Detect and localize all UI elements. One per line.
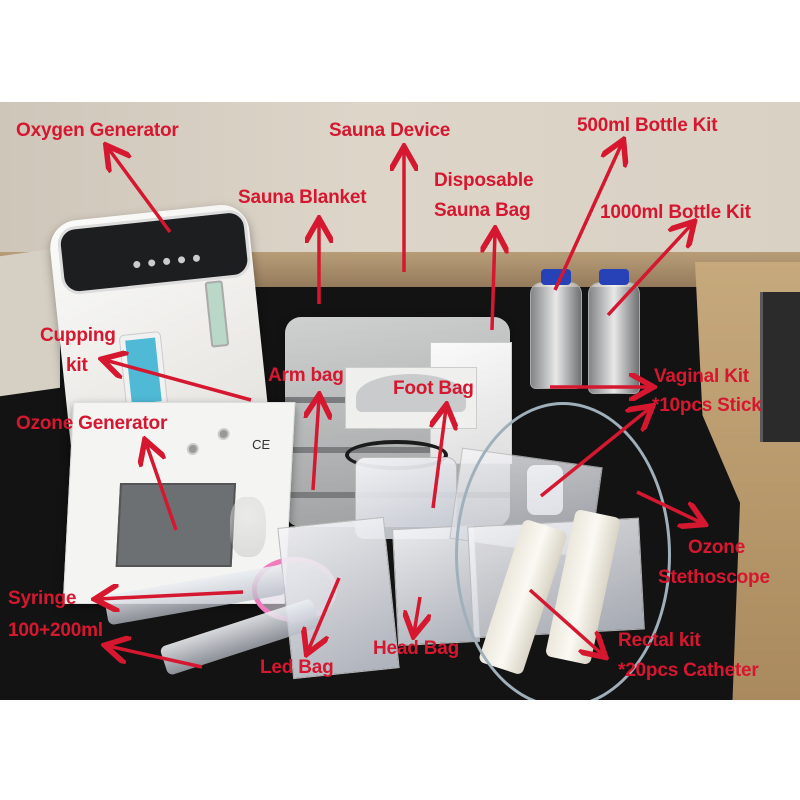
label-ozone-stethoscope-1: Ozone: [688, 537, 746, 558]
button-icon: [147, 259, 156, 267]
flowmeter: [204, 280, 230, 348]
label-rectal-kit-1: Rectal kit: [618, 630, 701, 651]
port-icon: [186, 443, 200, 455]
port-icon: [217, 428, 230, 440]
ozone-stethoscope-tube: [455, 402, 671, 700]
bottle-cap: [599, 269, 629, 285]
label-foot-bag: Foot Bag: [393, 378, 474, 399]
ozone-generator-screen: [115, 483, 237, 567]
label-vaginal-kit-1: Vaginal Kit: [654, 366, 749, 387]
label-rectal-kit-2: *20pcs Catheter: [618, 660, 759, 681]
chair-leg: [760, 292, 800, 442]
side-board: [0, 247, 60, 397]
label-head-bag: Head Bag: [373, 638, 460, 659]
button-icon: [192, 254, 201, 263]
label-1000ml-bottle-kit: 1000ml Bottle Kit: [600, 202, 751, 223]
label-syringe-1: Syringe: [8, 588, 77, 609]
label-oxygen-generator: Oxygen Generator: [16, 120, 179, 141]
label-led-bag: Led Bag: [260, 657, 334, 678]
button-icon: [162, 257, 171, 266]
label-cupping-kit-1: Cupping: [40, 325, 116, 346]
label-cupping-kit-2: kit: [66, 355, 88, 376]
label-sauna-blanket: Sauna Blanket: [238, 187, 367, 208]
label-disposable-sauna-bag-1: Disposable: [434, 170, 534, 191]
label-arm-bag: Arm bag: [268, 365, 344, 386]
bottle-cap: [541, 269, 571, 285]
label-syringe-2: 100+200ml: [8, 620, 103, 641]
button-icon: [177, 255, 186, 264]
label-vaginal-kit-2: *10pcs Stick: [652, 395, 762, 416]
bottle-500ml: [530, 269, 582, 389]
water-tank-window: [119, 332, 168, 410]
label-ozone-generator: Ozone Generator: [16, 413, 168, 434]
label-500ml-bottle-kit: 500ml Bottle Kit: [577, 115, 718, 136]
bottle-1000ml: [588, 269, 640, 394]
ce-mark: CE: [251, 437, 271, 452]
label-ozone-stethoscope-2: Stethoscope: [658, 567, 770, 588]
button-icon: [132, 260, 141, 269]
label-sauna-device: Sauna Device: [329, 120, 451, 141]
cupping-cups: [230, 497, 266, 557]
label-disposable-sauna-bag-2: Sauna Bag: [434, 200, 531, 221]
